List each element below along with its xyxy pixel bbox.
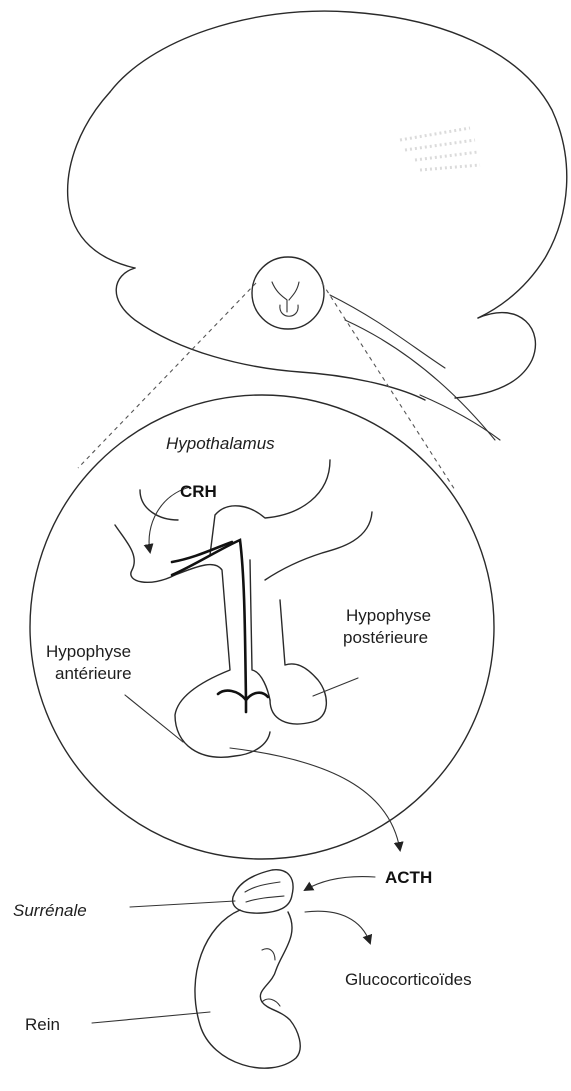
pituitary-magnified-circle	[30, 395, 494, 859]
adrenal-texture	[245, 882, 284, 902]
adrenal-leader	[130, 901, 235, 907]
pituitary-inset-small	[252, 257, 324, 329]
posterior-pituitary-label-1: Hypophyse	[346, 606, 431, 625]
glucocorticoid-arrow[interactable]	[305, 911, 370, 943]
crh-nerve-fibers	[172, 540, 268, 712]
adrenal-label: Surrénale	[13, 901, 87, 920]
acth-release-arrow[interactable]	[230, 748, 400, 850]
kidney-hilum	[262, 949, 280, 1006]
acth-to-adrenal-arrow[interactable]	[305, 877, 375, 890]
anterior-pituitary-label-1: Hypophyse	[46, 642, 131, 661]
kidney-leader	[92, 1012, 210, 1023]
hypothalamus-label: Hypothalamus	[166, 434, 275, 453]
acth-label: ACTH	[385, 868, 432, 887]
anterior-pituitary-leader	[125, 695, 183, 742]
kidney	[195, 910, 300, 1068]
glucocorticoids-label: Glucocorticoïdes	[345, 970, 472, 989]
brain-outline	[68, 11, 567, 440]
posterior-pituitary-label-2: postérieure	[343, 628, 428, 647]
kidney-label: Rein	[25, 1015, 60, 1034]
adrenal-gland	[233, 870, 293, 913]
crh-label: CRH	[180, 482, 217, 501]
brain-shading-texture	[400, 128, 480, 170]
posterior-pituitary-leader	[313, 678, 358, 696]
zoom-line-right	[322, 283, 455, 490]
anterior-pituitary-label-2: antérieure	[55, 664, 132, 683]
